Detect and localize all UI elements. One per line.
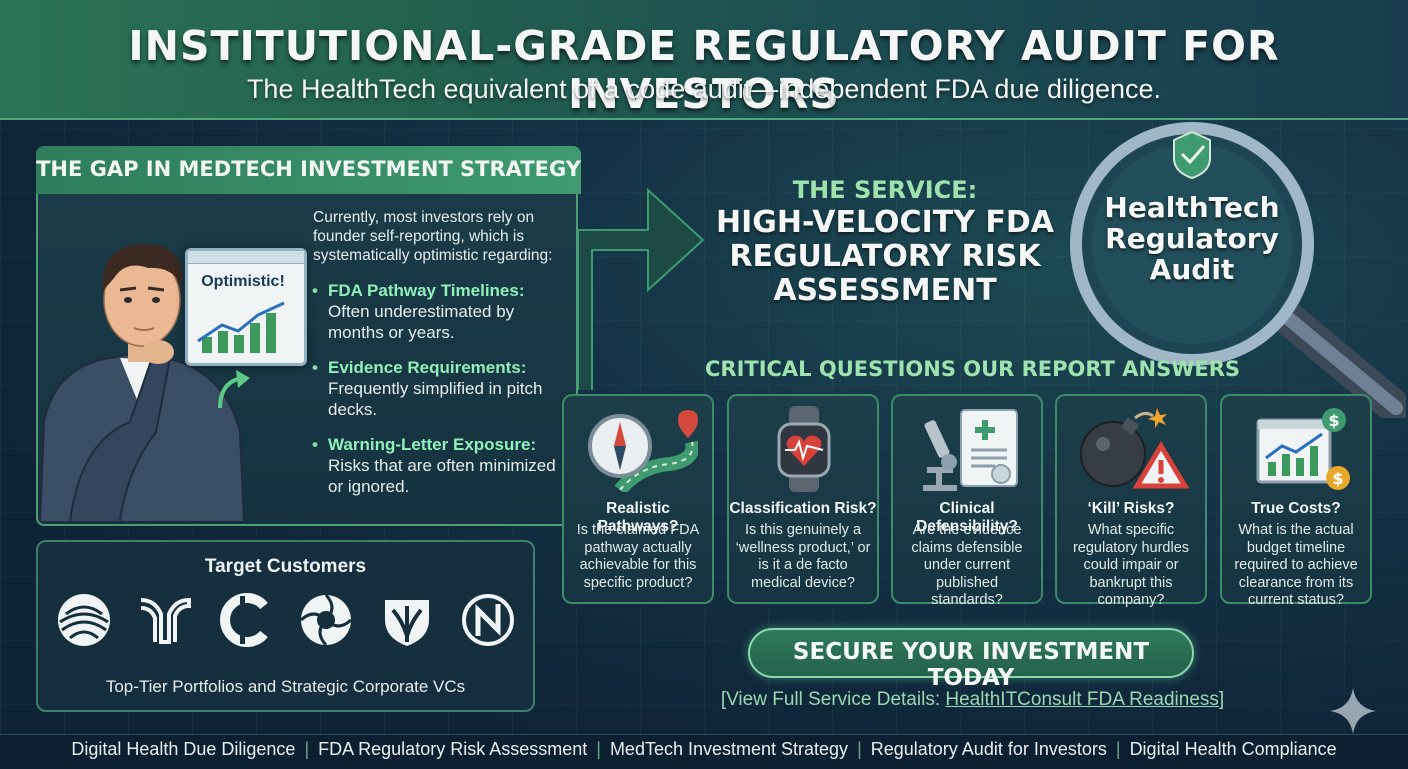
audit-badge-text: HealthTech Regulatory Audit [1104, 191, 1280, 286]
magnifier-illustration [1070, 122, 1406, 418]
vc-logo-2-icon [140, 597, 191, 644]
microscope-document-icon [923, 409, 1018, 491]
vc-logo-3-icon [219, 593, 268, 647]
svg-text:$: $ [1328, 411, 1339, 430]
bullet-evidence-requirements: Evidence Requirements: Frequently simpli… [310, 357, 572, 420]
screen-titlebar [188, 251, 304, 264]
secure-investment-button[interactable] [748, 628, 1194, 678]
card-description: Is the claimed FDA pathway actually achi… [576, 522, 700, 591]
card-title: True Costs? [1251, 500, 1341, 517]
card-description: Is this genuinely a ‘wellness product,’ … [735, 522, 871, 591]
card-title: ‘Kill’ Risks? [1087, 500, 1175, 517]
service-details-link[interactable]: HealthITConsult FDA Readiness [945, 689, 1219, 710]
chart-dollar-icon: $ $ [1256, 408, 1350, 490]
vc-logo-1-icon [58, 594, 110, 646]
card-description: What specific regulatory hurdles could i… [1072, 522, 1190, 608]
upward-arrow-icon [218, 370, 250, 409]
card-description: What is the actual budget timeline requi… [1234, 522, 1358, 608]
footer-separator: | [1115, 739, 1121, 759]
card-title: Classification Risk? [729, 500, 877, 517]
screen-label: Optimistic! [201, 273, 285, 290]
details-suffix: ] [1218, 689, 1225, 710]
vc-logo-5-icon [385, 600, 430, 646]
target-customers-subtitle: Top-Tier Portfolios and Strategic Corpor… [105, 677, 466, 696]
target-customers-panel [36, 540, 535, 712]
service-title: HIGH-VELOCITY FDA REGULATORY RISK ASSESS… [716, 205, 1054, 308]
header-banner [0, 0, 1408, 120]
card-description: Are the evidence claims defensible under… [911, 522, 1023, 608]
service-label: THE SERVICE: [792, 176, 978, 204]
page-title: INSTITUTIONAL-GRADE REGULATORY AUDIT FOR… [128, 22, 1280, 118]
optimistic-chart-screen: Optimistic! [185, 248, 307, 366]
card-title: Realistic Pathways? [597, 500, 679, 535]
footer-item: MedTech Investment Strategy [609, 739, 849, 759]
compass-road-icon [588, 410, 698, 492]
bullet-title: FDA Pathway Timelines: [328, 281, 525, 300]
footer-item: Digital Health Compliance [1129, 739, 1337, 759]
bullet-text: Often underestimated by months or years. [328, 302, 515, 342]
question-card-classification: Classification Risk? Is this genuinely a… [727, 394, 879, 604]
svg-text:$: $ [1332, 469, 1343, 488]
footer-item: Regulatory Audit for Investors [870, 739, 1107, 759]
question-card-pathways: Realistic Pathways? Is the claimed FDA p… [562, 394, 714, 604]
service-details-line: [View Full Service Details: HealthITCons… [700, 689, 1245, 711]
details-prefix: [View Full Service Details: [720, 689, 946, 710]
question-card-true-costs: $ $ True Costs? What is the actual budge… [1220, 394, 1372, 608]
bullet-title: Evidence Requirements: [328, 358, 527, 377]
vc-logo-row [56, 592, 516, 648]
gap-panel-header [36, 146, 581, 194]
bullet-text: Frequently simplified in pitch decks. [328, 379, 543, 419]
service-arrow-icon [578, 187, 705, 390]
footer-item: FDA Regulatory Risk Assessment [318, 739, 588, 759]
footer-item: Digital Health Due Diligence [71, 739, 296, 759]
investor-illustration [38, 243, 246, 522]
footer-separator: | [857, 739, 862, 759]
bullet-warning-letter-exposure: Warning-Letter Exposure: Risks that are … [310, 434, 572, 497]
question-card-clinical: Clinical Defensibility? Are the evidence… [891, 394, 1043, 608]
gap-panel-title: THE GAP IN MEDTECH INVESTMENT STRATEGY [36, 157, 581, 181]
rising-chart-icon [197, 301, 285, 353]
question-card-kill-risks: ‘Kill’ Risks? What specific regulatory h… [1055, 394, 1207, 608]
vc-logo-6-icon [461, 594, 514, 646]
secure-investment-label[interactable]: SECURE YOUR INVESTMENT TODAY [792, 639, 1150, 691]
question-cards: Realistic Pathways? Is the claimed FDA p… [562, 394, 1374, 608]
page-subtitle: The HealthTech equivalent of a code audi… [246, 74, 1162, 104]
bullet-text: Risks that are often minimized or ignore… [328, 456, 556, 496]
vc-logo-4-icon [300, 593, 353, 647]
footer-separator: | [596, 739, 601, 759]
smartwatch-heart-icon [777, 406, 831, 492]
footer-bar [0, 734, 1408, 769]
card-title: Clinical Defensibility? [916, 500, 1018, 535]
gap-bullet-list: FDA Pathway Timelines: Often underestima… [310, 280, 572, 511]
bullet-pathway-timelines: FDA Pathway Timelines: Often underestima… [310, 280, 572, 343]
bomb-warning-icon [1080, 408, 1190, 489]
questions-title: CRITICAL QUESTIONS OUR REPORT ANSWERS [704, 357, 1241, 381]
sparkle-icon [1330, 688, 1376, 734]
gap-intro-text: Currently, most investors rely on founde… [313, 209, 553, 264]
bullet-title: Warning-Letter Exposure: [328, 435, 537, 454]
footer-separator: | [304, 739, 310, 759]
footer-keywords: Digital Health Due Diligence | FDA Regul… [0, 739, 1408, 760]
target-customers-title: Target Customers [204, 556, 367, 577]
